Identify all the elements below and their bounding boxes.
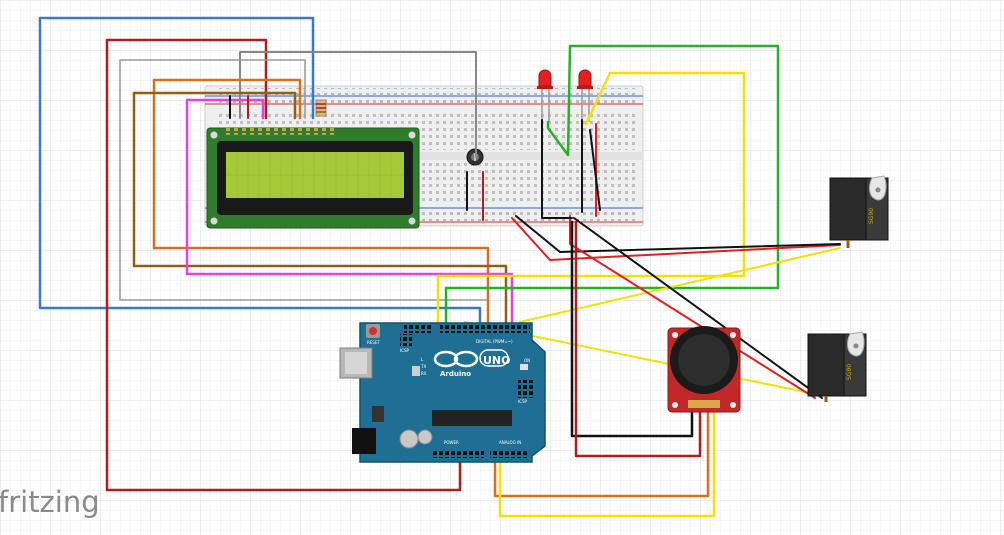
servo-top-body	[829, 177, 867, 241]
tx-label: TX	[420, 364, 426, 369]
l-label: L	[421, 357, 424, 362]
fritzing-watermark: fritzing	[0, 485, 100, 519]
wire-yellow-top	[436, 71, 746, 324]
wire-yellow-servo1	[519, 247, 841, 323]
servo-top	[829, 175, 889, 248]
icsp-header	[518, 380, 534, 398]
reset-label: RESET	[367, 340, 380, 345]
digital-label: DIGITAL (PWM=~)	[476, 339, 513, 344]
wire-yellow-joy	[498, 410, 716, 518]
wire-red-servo1	[511, 217, 841, 261]
arduino-uno-label: UNO	[483, 354, 511, 367]
atmega-chip	[432, 410, 512, 426]
joystick-module	[667, 326, 741, 413]
wire-black-servo1	[515, 215, 841, 253]
analog-label: ANALOG IN	[499, 440, 521, 445]
icsp2-label: ICSP	[400, 348, 410, 353]
servo-bottom-body	[807, 333, 845, 397]
arduino-logo-icon	[433, 349, 509, 368]
wire-gray-top	[239, 51, 477, 158]
servo-top-label: SG90	[868, 208, 875, 224]
wire-red-joy-vcc	[574, 220, 702, 458]
analog-header	[490, 450, 528, 458]
wire-magenta	[185, 98, 514, 324]
servo-bottom-label: SG90	[846, 364, 853, 380]
wire-orange	[152, 78, 490, 324]
wire-blue	[38, 16, 482, 324]
lcd-module	[206, 127, 420, 229]
resistor	[315, 99, 327, 117]
joystick-knob[interactable]	[678, 334, 730, 386]
wire-black-joy-gnd	[570, 220, 694, 438]
digital-header	[440, 325, 530, 333]
rx-label: RX	[421, 371, 427, 376]
power-jack	[352, 428, 376, 454]
power-label: POWER	[444, 440, 459, 445]
icsp-label: ICSP	[518, 399, 528, 404]
wire-black-led1	[541, 119, 573, 219]
wire-black-led1b	[589, 129, 601, 211]
led-left	[537, 69, 553, 122]
arduino-brand-label: Arduino	[440, 370, 471, 378]
servo-bottom	[807, 331, 867, 402]
on-label: ON	[524, 358, 530, 363]
wire-green	[444, 44, 780, 324]
wires	[38, 16, 841, 518]
wire-black-servo2	[573, 217, 823, 399]
arduino-uno-board	[339, 322, 546, 463]
wire-orange-joy	[493, 410, 710, 498]
power-header	[432, 450, 484, 458]
